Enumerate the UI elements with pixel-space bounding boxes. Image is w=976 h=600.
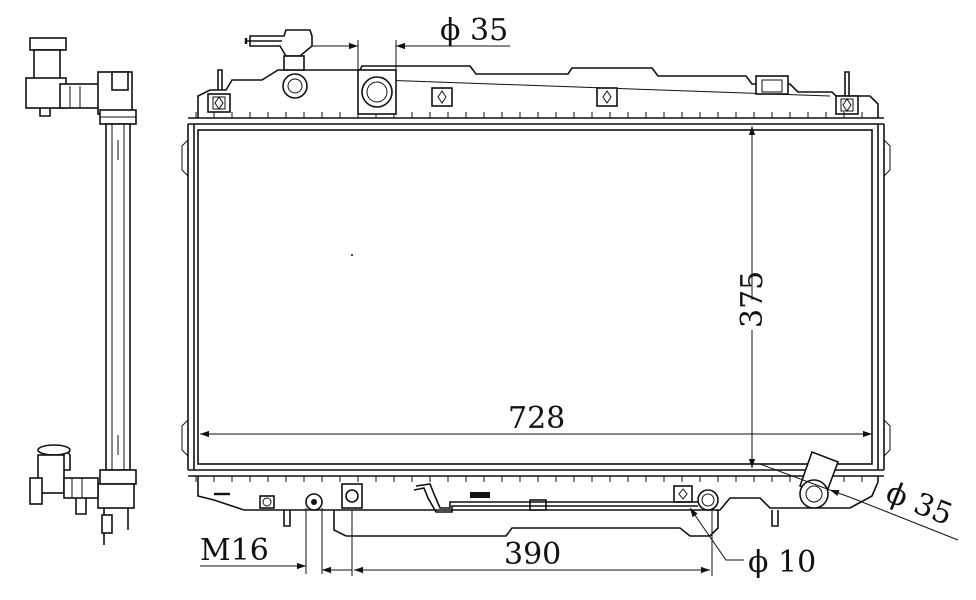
dimension-top-inlet: ϕ 35 xyxy=(312,13,510,78)
side-top-tank xyxy=(99,109,137,125)
side-core-tube xyxy=(105,123,131,471)
label-drain-thread: M16 xyxy=(200,533,269,568)
side-bottom-tank xyxy=(97,469,137,545)
radiator-core xyxy=(181,124,891,470)
dimension-width: 728 xyxy=(200,401,872,438)
top-inlet-pipe xyxy=(357,69,397,115)
label-top-inlet-diameter: ϕ 35 xyxy=(440,13,508,48)
top-tank xyxy=(188,65,884,125)
dimension-small-pipe: ϕ 10 xyxy=(689,507,816,580)
label-core-width: 728 xyxy=(508,401,565,436)
dimension-spacing: 390 xyxy=(351,510,713,576)
side-outlet-pipe xyxy=(29,444,99,515)
label-small-pipe-diameter: ϕ 10 xyxy=(748,545,816,580)
dimension-drain-thread: M16 xyxy=(200,508,352,574)
side-view xyxy=(25,37,137,545)
filler-neck xyxy=(244,29,313,99)
bottom-tank xyxy=(188,450,884,537)
label-drain-spacing: 390 xyxy=(504,537,561,572)
dimension-height: 375 xyxy=(735,126,770,468)
label-core-height: 375 xyxy=(735,271,770,328)
side-filler-neck xyxy=(25,37,133,117)
front-view: ϕ 35 375 728 ϕ 35 M16 xyxy=(181,13,959,580)
